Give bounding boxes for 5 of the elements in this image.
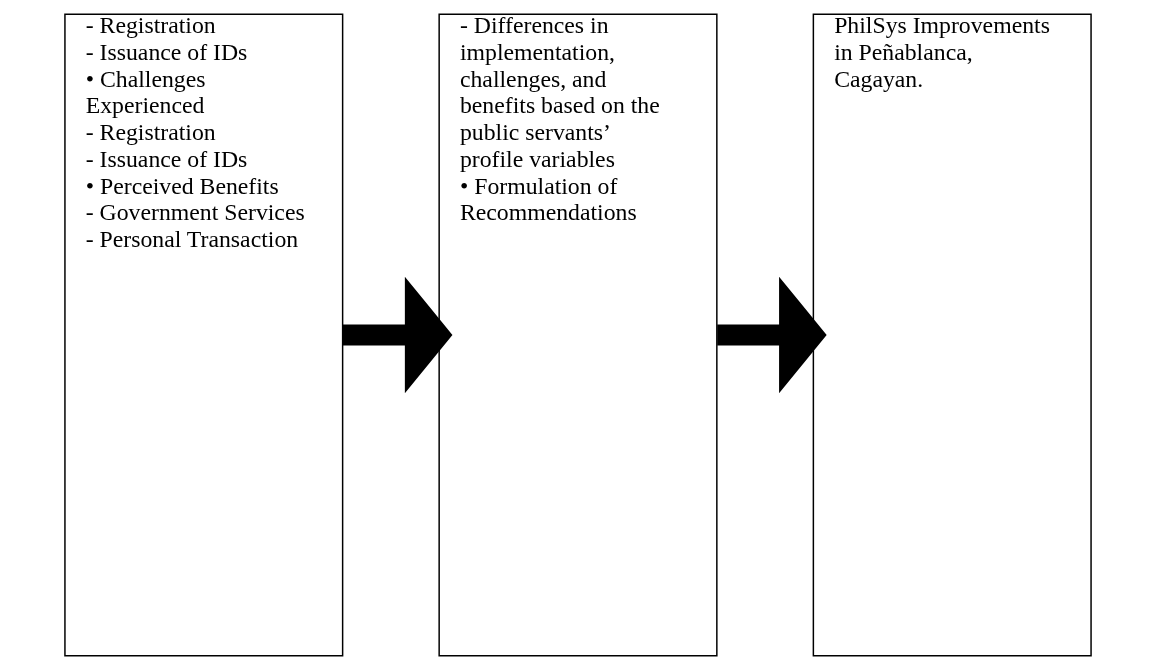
arrow [716, 276, 827, 394]
node-box: - Differences in implementation, challenges, and benefits based on the public servants’ profile variables • Formulation of Recommendations [437, 13, 718, 657]
arrow [342, 276, 452, 394]
node-box: - Registration - Issuance of IDs • Challenges Experienced - Registration - Issuance of IDs • Perceived Benefits - Government Services - Personal Transaction [63, 13, 343, 657]
node-box: PhilSys Improvements in Peñablanca, Cagayan. [812, 13, 1092, 657]
